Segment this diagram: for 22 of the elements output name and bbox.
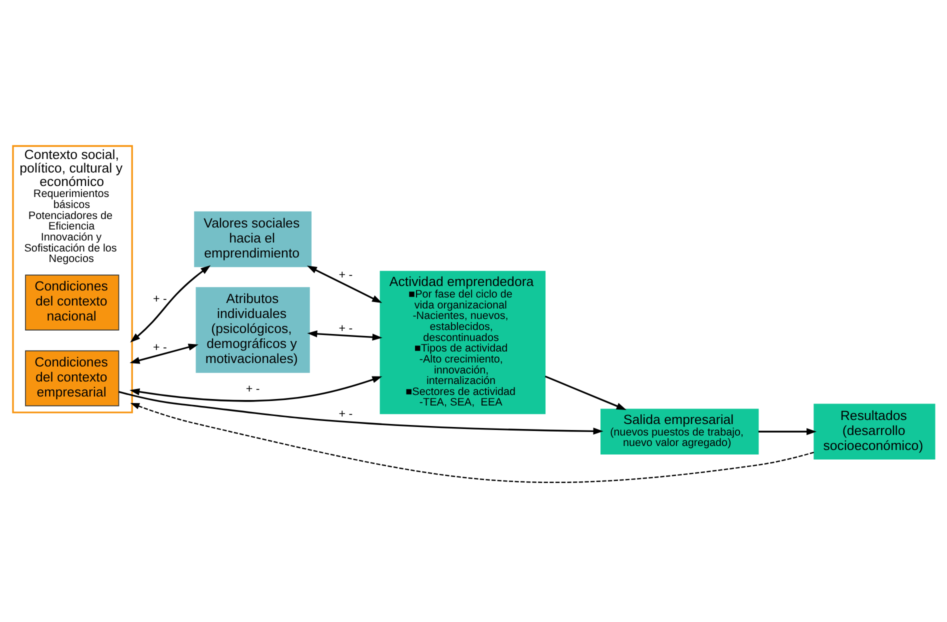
- node-box: Condiciones del contexto empresarial: [25, 350, 120, 406]
- arrow: [544, 376, 626, 410]
- arrow: [130, 376, 382, 402]
- arrow: [758, 428, 817, 436]
- arrow: [130, 265, 211, 342]
- node-box: Actividad emprendedora ■Por fase del ciclo de vida organizacional -Nacientes, nuevos, establecidos, descontinuados ■Tipos de actividad -Alto crecimiento, innovación, internalización ■Sectores de actividad -TEA, SEA, EEA: [380, 270, 546, 414]
- edge-label: + -: [153, 341, 167, 354]
- node-box: Atributos individuales (psicológicos, demográficos y motivacionales): [196, 287, 310, 373]
- edge-label: + -: [338, 408, 353, 421]
- node-box: Salida empresarial (nuevos puestos de trabajo, nuevo valor agregado): [600, 408, 759, 455]
- arrow: [307, 330, 382, 341]
- node-box: Valores sociales hacia el emprendimiento: [194, 211, 312, 268]
- arrow: [130, 402, 814, 484]
- edge-label: + -: [153, 292, 167, 306]
- edge-label: + -: [338, 322, 353, 335]
- arrow: [118, 391, 604, 435]
- node-box: Resultados (desarrollo socioeconómico): [814, 404, 936, 460]
- node-box: Condiciones del contexto nacional: [25, 274, 120, 330]
- edge-label: + -: [246, 382, 260, 396]
- arrow: [306, 266, 382, 303]
- arrow: [130, 344, 198, 364]
- edge-label: + -: [338, 268, 353, 282]
